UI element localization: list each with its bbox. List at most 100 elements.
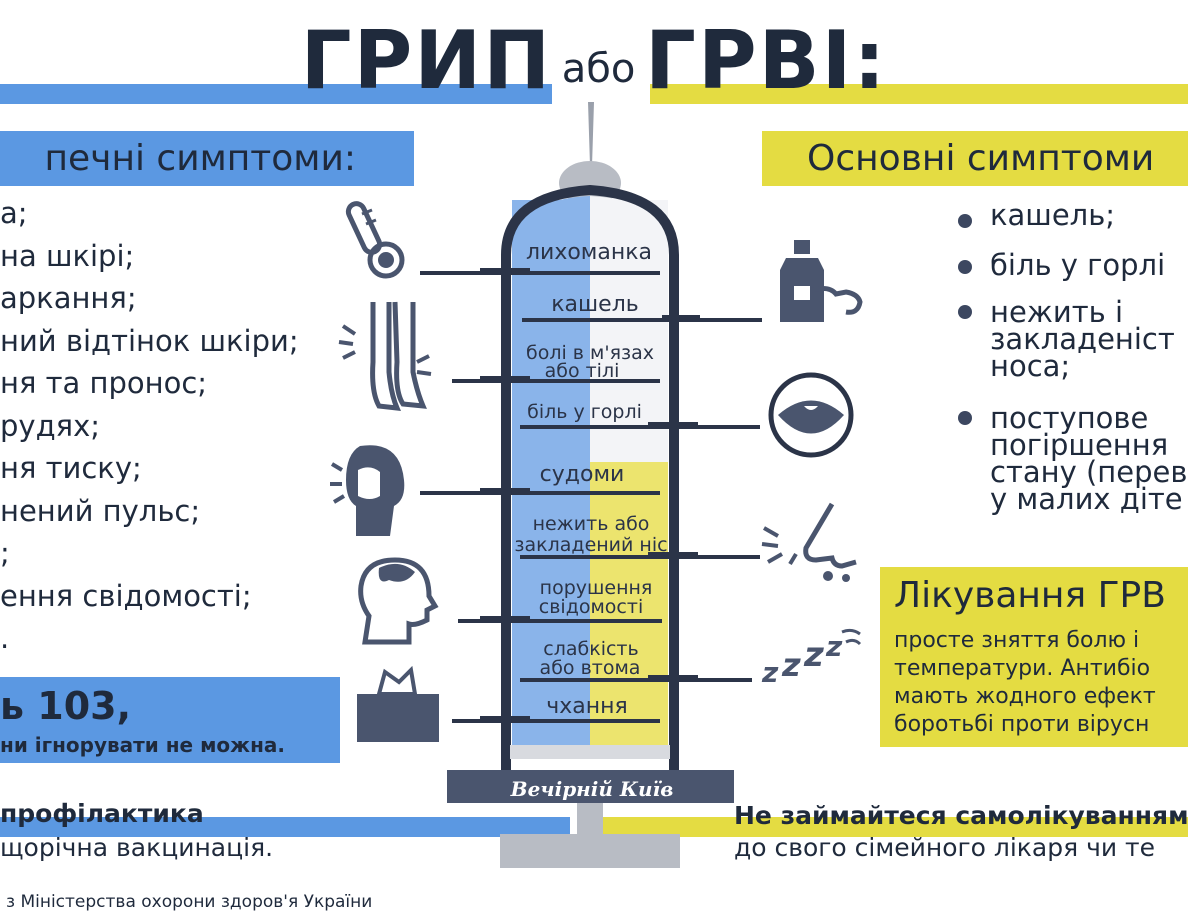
main-symptoms-heading-text: Основні симптоми <box>807 138 1155 179</box>
list-item-text: стану (перев <box>990 455 1188 489</box>
connector-tab <box>480 376 530 383</box>
connector-tab <box>480 716 530 723</box>
syringe-label-sneezing: чхання <box>546 694 628 719</box>
list-item: рудях; <box>0 408 100 443</box>
syringe-logo: Вечірній Київ <box>510 777 674 801</box>
syringe-label-sore-throat: біль у горлі <box>527 401 642 423</box>
treatment-line: температури. Антибіо <box>894 656 1151 681</box>
call-prefix: ь <box>0 684 38 728</box>
list-item-text: у малих діте <box>990 482 1183 516</box>
connector-tab <box>480 616 530 623</box>
list-item-text: біль у горлі <box>990 248 1166 282</box>
syringe-label-muscle-pain-1: болі в м'язах <box>525 342 655 364</box>
self-treatment-warning: Не займайтеся самолікуванням <box>734 801 1188 830</box>
list-item: ення свідомості; <box>0 578 252 613</box>
title-bar-yellow <box>650 84 1188 104</box>
call-103-box <box>0 677 340 763</box>
bullet-icon <box>958 305 972 319</box>
syringe-plunger-band <box>510 745 670 759</box>
syringe-fill-blue <box>512 200 590 745</box>
connector-tab <box>648 422 698 429</box>
bullet-icon <box>958 214 972 228</box>
syringe-dome-fill-right <box>590 196 668 250</box>
call-103-text: ь 103, <box>0 684 131 728</box>
syringe-label-fever: лихоманка <box>525 240 653 265</box>
list-item: . <box>0 621 10 655</box>
page-title: ГРИП або ГРВІ: <box>0 14 1188 107</box>
syringe-barrel <box>501 184 679 770</box>
list-item: ний відтінок шкіри; <box>0 323 299 358</box>
treatment-line: мають жодного ефект <box>894 684 1156 709</box>
list-item-text: носа; <box>990 349 1071 383</box>
bottom-bar-yellow <box>600 817 1188 837</box>
dangerous-symptoms-heading: печні симптоми: <box>0 131 414 186</box>
title-grip: ГРИП <box>300 14 553 107</box>
list-item: аркання; <box>0 281 137 315</box>
svg-text:z: z <box>761 656 779 689</box>
treatment-line: просте зняття болю і <box>894 628 1140 653</box>
bullet-icon <box>958 411 972 425</box>
bullet-icon <box>958 260 972 274</box>
svg-text:z: z <box>781 646 801 684</box>
nose-sneeze-icon <box>761 502 857 582</box>
treatment-box: Лікування ГРВ просте зняття болю і темпе… <box>880 567 1188 747</box>
treatment-title: Лікування ГРВ <box>894 575 1166 616</box>
dangerous-symptoms-list: а; на шкірі; аркання; ний відтінок шкіри… <box>0 192 340 660</box>
list-item: а; <box>0 196 28 230</box>
title-bar-blue <box>0 84 552 104</box>
list-item-text: поступове <box>990 401 1149 435</box>
list-item-text: погіршення <box>990 428 1169 462</box>
syringe-plunger-base <box>500 834 680 868</box>
title-abo: або <box>561 46 636 92</box>
svg-text:z: z <box>825 630 843 663</box>
syringe-dome-fill-left <box>512 196 590 250</box>
svg-text:z: z <box>803 635 824 675</box>
list-item: ; <box>0 536 10 570</box>
list-item: ня та пронос; <box>0 366 208 400</box>
main-symptoms-heading: Основні симптоми <box>762 131 1188 186</box>
dangerous-symptoms-heading-text: печні симптоми: <box>44 138 356 179</box>
head-profile-icon <box>358 557 439 645</box>
connector-tab <box>480 488 530 495</box>
call-103-subtext: ни ігнорувати не можна. <box>0 733 285 757</box>
list-item: нений пульс; <box>0 493 201 528</box>
syringe-flange <box>447 770 734 803</box>
legs-icon <box>338 301 432 411</box>
call-number: 103 <box>37 684 117 728</box>
thermometer-icon <box>345 201 405 279</box>
syringe-label-weakness-1: слабкість <box>543 638 639 660</box>
syringe-label-seizures: судоми <box>539 462 625 487</box>
self-treatment-text: до свого сімейного лікаря чи те <box>734 833 1155 862</box>
syringe-label-cough: кашель <box>551 292 639 317</box>
sleep-zzz-icon: z z z z <box>761 628 862 689</box>
headache-icon <box>330 445 405 536</box>
medicine-bottle-icon <box>780 240 863 322</box>
syringe-label-weakness-2: або втома <box>539 657 641 679</box>
list-item-text: закладеніст <box>990 322 1175 356</box>
treatment-line: боротьбі проти вірусн <box>894 712 1150 737</box>
syringe-label-runny-nose-2: закладений ніс <box>514 534 668 556</box>
tissue-box-icon <box>357 665 439 742</box>
syringe-fill-yellow <box>590 462 668 745</box>
connector-tab <box>662 315 700 322</box>
syringe-plunger-rod <box>577 803 603 837</box>
connector-tab <box>480 268 530 275</box>
syringe-needle <box>588 102 594 166</box>
connector-lines <box>420 268 762 723</box>
connector-tab <box>648 552 698 559</box>
list-item-text: нежить і <box>990 295 1124 329</box>
syringe-label-consciousness-1: порушення <box>539 577 653 599</box>
bottom-bar-blue <box>0 817 570 837</box>
open-mouth-icon <box>768 372 854 458</box>
prevention-text: щорічна вакцинація. <box>0 833 274 862</box>
syringe-label-muscle-pain-2: або тілі <box>544 360 620 382</box>
syringe-label-runny-nose-1: нежить або <box>532 513 650 535</box>
prevention-title: профілактика <box>0 799 204 828</box>
list-item-text: кашель; <box>990 198 1116 232</box>
call-suffix: , <box>116 684 132 728</box>
list-item: на шкірі; <box>0 238 135 273</box>
syringe-label-consciousness-2: свідомості <box>538 596 644 618</box>
source-note: з Міністерства охорони здоров'я України <box>6 892 373 912</box>
list-item: ня тиску; <box>0 451 142 485</box>
